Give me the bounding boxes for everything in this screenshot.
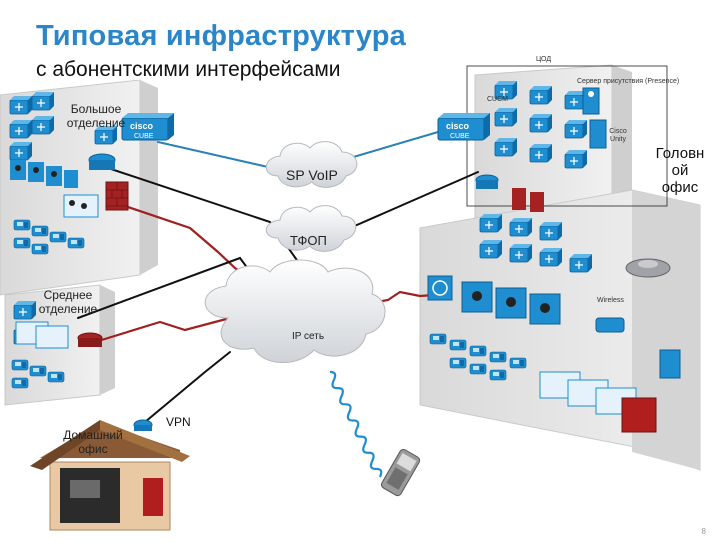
large-branch-video-endpoints-icon — [10, 160, 78, 188]
dc-router-icon — [475, 174, 499, 189]
wireless-label: Wireless — [597, 297, 624, 304]
wireless-ap-icon — [595, 317, 625, 333]
data-center-devices — [437, 80, 607, 212]
sp-voip-cloud-icon — [265, 141, 358, 188]
medium-branch-devices — [11, 300, 103, 389]
home-office-label: Домашний офис — [63, 428, 123, 456]
head-office-devices — [427, 213, 681, 433]
head-office-label: Головн ой офис — [655, 145, 705, 196]
link-dc-sp-voip — [349, 131, 439, 159]
vpn-label: VPN — [166, 415, 191, 429]
presence-server-icon — [582, 87, 600, 115]
large-branch-devices — [9, 91, 174, 255]
cucm-label: CUCM — [487, 96, 508, 103]
ip-network-cloud-icon — [204, 259, 386, 363]
large-branch-firewall-icon — [105, 181, 129, 211]
page-number: 8 — [701, 527, 706, 536]
slide-subtitle: с абонентскими интерфейсами — [36, 58, 341, 81]
data-center-label: ЦОД — [536, 56, 552, 63]
large-branch-router-icon — [88, 153, 116, 170]
cisco-logo-left: cisco — [130, 121, 154, 131]
cube-left-icon — [121, 113, 174, 141]
cube-right-icon — [437, 113, 490, 141]
house-icon — [30, 420, 190, 531]
unity-server-icon — [589, 119, 607, 149]
slide-title: Типовая инфраструктура — [36, 20, 407, 52]
presence-label: Сервер присутствия (Presence) — [577, 78, 680, 85]
link-dc-pstn — [349, 171, 479, 229]
cube-left-label: CUBE — [134, 133, 154, 140]
pstn-label: ТФОП — [290, 233, 327, 248]
head-office-server-icon — [621, 397, 657, 433]
cell-phone-icon — [380, 448, 421, 497]
unity-label: Cisco Unity — [609, 128, 627, 143]
link-home-vpn — [144, 351, 231, 423]
sp-voip-label: SP VoIP — [286, 167, 338, 183]
head-office-wireless-phone-icon — [659, 349, 681, 379]
link-medium-ip-red — [93, 316, 232, 344]
head-office-video-endpoints-icon — [461, 281, 561, 325]
cube-right-label: CUBE — [450, 133, 470, 140]
cisco-logo-right: cisco — [446, 121, 470, 131]
wireless-signal-wave — [329, 370, 383, 478]
conference-phone-icon — [625, 258, 671, 278]
medium-branch-label: Среднее отделение — [38, 288, 98, 316]
head-office-router-icon — [427, 275, 453, 301]
dc-firewalls-icon — [512, 188, 544, 212]
pstn-cloud-icon — [265, 205, 357, 252]
medium-branch-router-icon — [77, 332, 103, 347]
home-router-icon — [133, 419, 153, 431]
ip-network-label: IP сеть — [292, 331, 325, 342]
medium-branch-softphones-icon — [15, 321, 69, 349]
large-branch-label: Большое отделение — [66, 102, 126, 130]
large-branch-softphones-icon — [63, 194, 99, 218]
